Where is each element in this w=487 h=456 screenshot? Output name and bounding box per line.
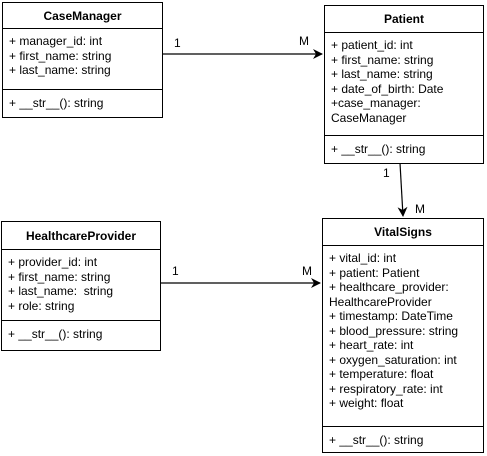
class-attributes: + vital_id: int + patient: Patient + hea… xyxy=(323,246,483,427)
attribute: + date_of_birth: Date xyxy=(331,81,444,96)
mult-casemanager-end: 1 xyxy=(174,36,181,50)
attribute: + healthcare_provider: xyxy=(329,280,449,294)
class-methods: + __str__(): string xyxy=(323,427,483,448)
class-casemanager[interactable]: CaseManager + manager_id: int + first_na… xyxy=(2,2,163,118)
attribute: CaseManager xyxy=(331,110,407,125)
class-methods: + __str__(): string xyxy=(325,136,483,157)
class-title: VitalSigns xyxy=(323,219,483,246)
attribute: + manager_id: int xyxy=(9,34,103,48)
method: + __str__(): string xyxy=(329,433,424,447)
class-healthcareprovider[interactable]: HealthcareProvider + provider_id: int + … xyxy=(1,221,161,351)
method: + __str__(): string xyxy=(331,142,426,156)
attribute: +case_manager: xyxy=(331,96,421,110)
class-methods: + __str__(): string xyxy=(2,321,160,342)
class-methods: + __str__(): string xyxy=(3,90,162,111)
attribute: + blood_pressure: string xyxy=(329,323,459,338)
attribute: + vital_id: int xyxy=(329,251,397,265)
attribute: + temperature: float xyxy=(329,367,434,381)
class-vitalsigns[interactable]: VitalSigns + vital_id: int + patient: Pa… xyxy=(322,218,484,453)
mult-vitalsigns-end: M xyxy=(415,202,425,216)
attribute: + respiratory_rate: int xyxy=(329,381,443,396)
attribute: + timestamp: DateTime xyxy=(329,309,453,323)
assoc-patient-vitalsigns xyxy=(397,162,408,217)
attribute: + first_name: string xyxy=(8,269,111,284)
attribute: + last_name: string xyxy=(331,67,433,81)
attribute: + last_name: string xyxy=(8,284,114,298)
attribute: + first_name: string xyxy=(331,52,434,67)
mult-patient-end: M xyxy=(299,34,309,48)
attribute: + weight: float xyxy=(329,396,404,410)
attribute: + first_name: string xyxy=(9,48,112,63)
attribute: + heart_rate: int xyxy=(329,338,414,352)
mult-vitalsigns-end-2: M xyxy=(302,264,312,278)
attribute: + provider_id: int xyxy=(8,255,98,269)
class-title: HealthcareProvider xyxy=(2,222,160,250)
attribute: + patient: Patient xyxy=(329,265,420,280)
class-title: CaseManager xyxy=(3,3,162,29)
class-attributes: + patient_id: int + first_name: string +… xyxy=(325,33,483,136)
mult-provider-start: 1 xyxy=(172,264,179,278)
class-attributes: + provider_id: int + first_name: string … xyxy=(2,250,160,321)
class-patient[interactable]: Patient + patient_id: int + first_name: … xyxy=(324,5,484,164)
mult-patient-start: 1 xyxy=(383,166,390,180)
attribute: HealthcareProvider xyxy=(329,294,432,309)
attribute: + patient_id: int xyxy=(331,38,413,52)
attribute: + role: string xyxy=(8,298,75,313)
class-attributes: + manager_id: int + first_name: string +… xyxy=(3,29,162,90)
method: + __str__(): string xyxy=(9,96,104,110)
class-title: Patient xyxy=(325,6,483,33)
attribute: + last_name: string xyxy=(9,63,111,77)
attribute: + oxygen_saturation: int xyxy=(329,352,457,367)
method: + __str__(): string xyxy=(8,327,103,341)
